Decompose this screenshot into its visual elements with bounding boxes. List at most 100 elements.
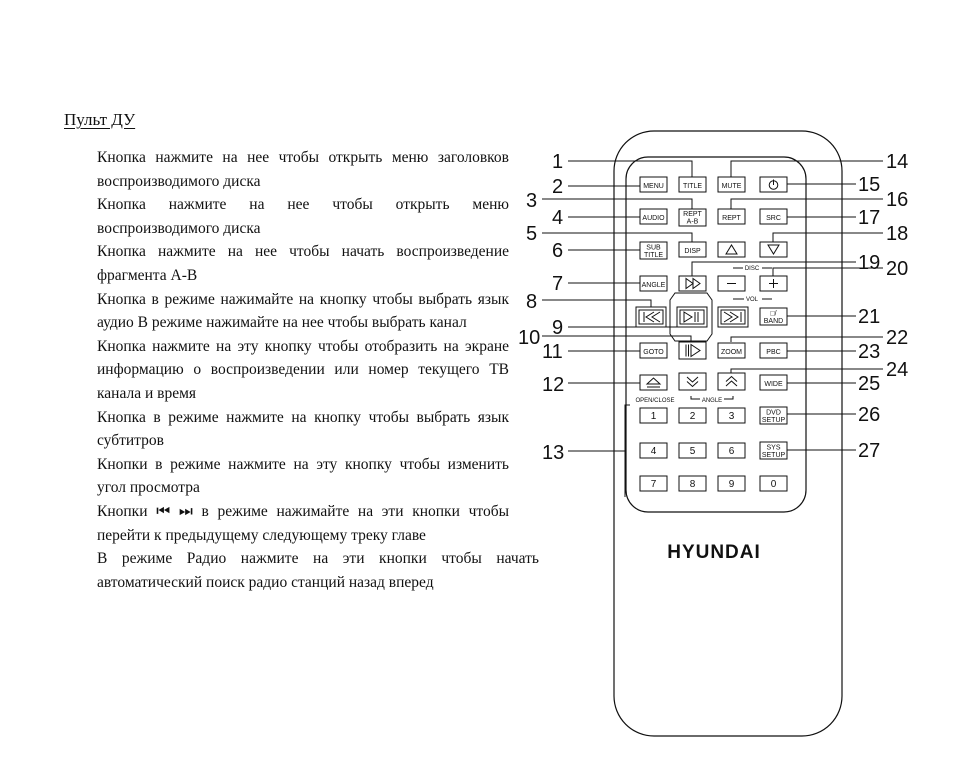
dpad-outline [669,292,713,342]
svg-text:REPT: REPT [722,215,741,222]
callout-6: 6 [552,240,563,262]
svg-text:SYS: SYS [766,445,780,452]
next-track-button[interactable] [717,306,749,328]
disc-minus-button[interactable] [717,275,746,292]
slow-play-icon [685,343,701,358]
zoom-button[interactable]: ZOOM [717,342,746,359]
svg-text:TITLE: TITLE [644,252,663,259]
digit-5-button[interactable]: 5 [678,442,707,459]
angle-button[interactable]: ANGLE [639,275,668,292]
callout-22: 22 [886,327,908,349]
digit-9-button[interactable]: 9 [717,475,746,492]
svg-text:3: 3 [729,411,735,422]
callout-23: 23 [858,341,880,363]
svg-text:TITLE: TITLE [683,183,702,190]
svg-text:AUDIO: AUDIO [642,215,665,222]
callout-9: 9 [552,317,563,339]
mute-button[interactable]: MUTE [717,176,746,193]
pbc-button[interactable]: PBC [759,342,788,359]
angle-down-button[interactable] [678,372,707,391]
title-button[interactable]: TITLE [678,176,707,193]
svg-text:WIDE: WIDE [764,381,783,388]
disp-button[interactable]: DISP [678,241,707,258]
digit-0-button[interactable]: 0 [759,475,788,492]
callout-15: 15 [858,174,880,196]
callout-25: 25 [858,373,880,395]
description-audio-button: Кнопка в режиме нажимайте на кнопку чтоб… [97,290,509,332]
description-skip-buttons: Кнопки ⏮ ⏭ в режиме нажимайте на эти кно… [97,502,509,544]
svg-text:MENU: MENU [643,183,664,190]
digit-8-button[interactable]: 8 [678,475,707,492]
callout-19: 19 [858,252,880,274]
wide-button[interactable]: WIDE [759,374,788,391]
callout-11: 11 [542,341,563,363]
callout-7: 7 [552,273,563,295]
svg-text:SETUP: SETUP [762,417,786,424]
fast-forward-icon [685,277,701,290]
page-title: Пульт ДУ [64,110,136,129]
description-radio-search: В режиме Радио нажмите на эти кнопки что… [97,550,539,591]
goto-button[interactable]: GOTO [639,342,668,359]
svg-text:DVD: DVD [766,410,781,417]
keypad-bracket [624,404,630,497]
svg-text:4: 4 [651,446,657,457]
svg-text:A-B: A-B [687,219,699,226]
double-chevron-down-icon [686,376,699,388]
description-title-button: Кнопка нажмите на нее чтобы открыть меню… [97,149,509,190]
menu-button[interactable]: MENU [639,176,668,193]
angle-up-button[interactable] [717,372,746,391]
digit-3-button[interactable]: 3 [717,407,746,424]
callout-24: 24 [886,359,908,381]
disc-plus-button[interactable] [759,275,788,292]
callout-3: 3 [526,190,537,212]
callout-18: 18 [886,223,908,245]
svg-text:DISP: DISP [684,248,701,255]
audio-button[interactable]: AUDIO [639,208,668,225]
svg-text:ZOOM: ZOOM [721,349,742,356]
open-close-button[interactable] [639,374,668,391]
callout-12: 12 [542,374,564,396]
callout-14: 14 [886,151,908,173]
svg-text:BAND: BAND [764,318,783,325]
svg-text:5: 5 [690,446,696,457]
power-button[interactable] [759,176,788,193]
digit-4-button[interactable]: 4 [639,442,668,459]
callout-4: 4 [552,207,563,229]
triangle-up-icon [725,244,738,255]
callout-16: 16 [886,189,908,211]
forward-button[interactable] [678,275,707,292]
remote-button-panel [625,156,807,513]
triangle-down-icon [767,244,780,255]
play-pause-button[interactable] [676,306,708,328]
eject-icon [645,377,662,388]
description-menu-button: Кнопка нажмите на нее чтобы открыть меню… [97,196,509,237]
callout-26: 26 [858,404,880,426]
svg-text:SRC: SRC [766,215,781,222]
band-button[interactable]: □/BAND [759,307,788,326]
digit-7-button[interactable]: 7 [639,475,668,492]
rept-button[interactable]: REPT [717,208,746,225]
src-button[interactable]: SRC [759,208,788,225]
svg-text:9: 9 [729,479,735,490]
digit-2-button[interactable]: 2 [678,407,707,424]
callout-2: 2 [552,176,563,198]
callout-1: 1 [552,151,563,173]
digit-6-button[interactable]: 6 [717,442,746,459]
svg-text:7: 7 [651,479,657,490]
prev-track-button[interactable] [635,306,667,328]
svg-text:8: 8 [690,479,696,490]
svg-text:2: 2 [690,411,696,422]
digit-1-button[interactable]: 1 [639,407,668,424]
slow-button[interactable] [678,341,707,360]
remote-body [613,130,843,737]
open-close-label: OPEN/CLOSE [635,398,674,404]
callout-8: 8 [526,291,537,313]
eject-up-button[interactable] [717,241,746,258]
eject-down-button[interactable] [759,241,788,258]
callout-21: 21 [858,306,880,328]
